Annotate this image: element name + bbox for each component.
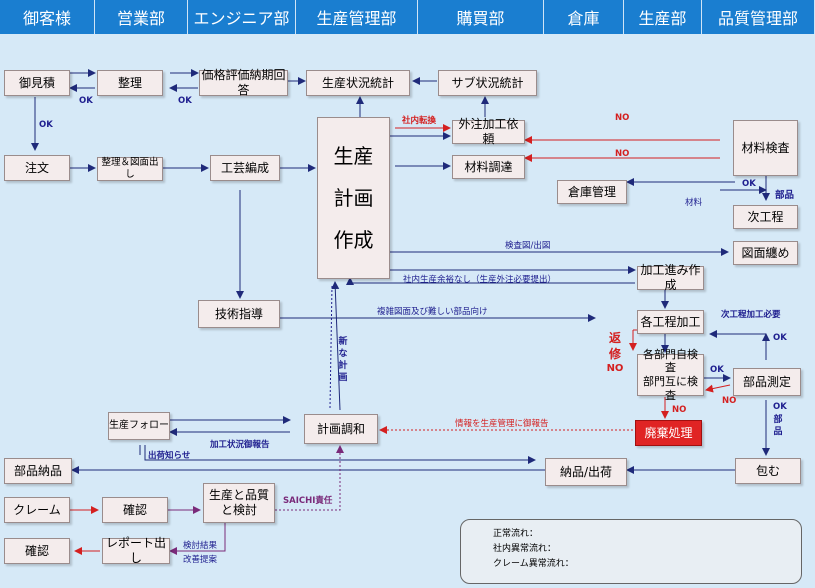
node-report: レポート出し: [102, 536, 170, 565]
node-price-delivery-reply: 価格評価納期回答: [199, 68, 288, 97]
node-sub-status: サブ状況統計: [438, 70, 537, 96]
header-production-control: 生産管理部: [296, 0, 418, 34]
label-material: 材料: [685, 198, 703, 208]
new-plan-char-4: 画: [338, 373, 348, 384]
node-parts-delivery: 部品納品: [4, 458, 72, 484]
node-parts-measurement: 部品測定: [733, 368, 801, 396]
parts-char-2: 品: [773, 427, 783, 438]
node-claim: クレーム: [4, 497, 70, 523]
review-line-2: と検討: [220, 503, 257, 517]
label-review-result: 検討結果: [183, 541, 218, 551]
node-each-process: 各工程加工: [637, 310, 704, 334]
node-drawing-summary: 図面纏め: [733, 241, 798, 265]
label-internal-transfer: 社内転換: [402, 116, 437, 126]
node-process-planning: 工芸編成: [210, 155, 280, 181]
inspection-line-2: 部門互に検査: [643, 375, 698, 402]
label-shipment-notice: 出荷知らせ: [148, 451, 191, 461]
label-next-process-needed: 次工程加工必要: [721, 310, 781, 320]
label-parts-vertical: 部 品: [771, 414, 785, 438]
label-new-plan: 新 な 計 画: [336, 336, 350, 385]
parts-char-1: 部: [773, 415, 783, 425]
label-improvement-proposal: 改善提案: [183, 555, 218, 565]
node-material-inspection: 材料検査: [733, 120, 798, 176]
label-rework-no: 返 修 NO: [603, 330, 627, 376]
header-warehouse: 倉庫: [544, 0, 624, 34]
node-disposal: 廃棄処理: [635, 420, 702, 446]
label-report-to-control: 情報を生産管理に御報告: [455, 419, 549, 429]
rework-char-1: 返: [608, 331, 621, 345]
label-no-1: NO: [615, 113, 630, 123]
plan-line-1: 生産: [333, 144, 374, 168]
header-customer: 御客様: [0, 0, 95, 34]
node-review: 生産と品質 と検討: [203, 483, 275, 523]
rework-no: NO: [606, 363, 624, 375]
new-plan-char-2: な: [338, 349, 348, 360]
label-ok-1: OK: [79, 96, 93, 106]
node-technical-guidance: 技術指導: [198, 300, 280, 328]
label-parts: 部品: [775, 190, 795, 201]
inspection-line-1: 各部門自検査: [643, 347, 698, 375]
node-material-procurement: 材料調達: [452, 155, 525, 179]
label-no-capacity: 社内生産余裕なし（生産外注必要提出）: [403, 275, 557, 285]
new-plan-char-1: 新: [338, 337, 348, 347]
legend: 正常流れ： 社内異常流れ： クレーム異常流れ：: [460, 519, 802, 584]
legend-normal: 正常流れ：: [493, 529, 539, 539]
label-saichi-responsibility: SAICHI責任: [283, 496, 333, 506]
label-ok-3: OK: [39, 120, 53, 130]
node-estimate: 御見積: [4, 70, 70, 96]
label-ok-6: OK: [710, 365, 724, 375]
label-no-4: NO: [672, 405, 687, 415]
node-production-plan: 生産 計画 作成: [317, 117, 390, 279]
label-ok-4: OK: [742, 179, 756, 189]
header-production: 生産部: [624, 0, 702, 34]
node-organize-drawing: 整理＆図面出し: [97, 157, 163, 181]
node-warehouse-management: 倉庫管理: [557, 180, 627, 204]
node-progress-creation: 加工進み作成: [637, 263, 704, 292]
label-no-2: NO: [615, 149, 630, 159]
plan-line-2: 計画: [333, 186, 374, 210]
label-ok-7: OK: [773, 402, 787, 412]
node-outsource-request: 外注加工依頼: [452, 117, 525, 146]
label-complex-drawing: 複雑図面及び難しい部品向け: [377, 307, 488, 317]
node-production-follow: 生産フォロー: [108, 412, 170, 440]
review-line-1: 生産と品質: [208, 488, 269, 502]
node-plan-adjustment: 計画調和: [304, 414, 378, 444]
label-ok-2: OK: [178, 96, 192, 106]
node-delivery-shipment: 納品/出荷: [545, 458, 627, 486]
node-self-inspection: 各部門自検査 部門互に検査: [637, 348, 704, 402]
plan-line-3: 作成: [333, 228, 374, 252]
department-header: 御客様 営業部 エンジニア部 生産管理部 購買部 倉庫 生産部 品質管理部: [0, 0, 815, 34]
label-inspection-drawing: 検査図/出図: [505, 241, 551, 251]
node-organize: 整理: [97, 70, 163, 96]
node-order: 注文: [4, 155, 70, 181]
legend-internal: 社内異常流れ：: [493, 544, 557, 554]
header-sales: 営業部: [95, 0, 188, 34]
label-ok-5: OK: [773, 333, 787, 343]
label-process-status-report: 加工状況御報告: [210, 440, 270, 450]
rework-char-2: 修: [608, 347, 621, 362]
legend-claim: クレーム異常流れ：: [493, 559, 574, 569]
node-production-status: 生産状況統計: [306, 70, 410, 96]
node-next-process: 次工程: [733, 205, 798, 229]
node-package: 包む: [735, 458, 801, 484]
header-purchasing: 購買部: [418, 0, 544, 34]
header-quality-control: 品質管理部: [702, 0, 815, 34]
header-engineering: エンジニア部: [188, 0, 296, 34]
new-plan-char-3: 計: [338, 361, 348, 372]
label-no-3: NO: [722, 396, 737, 406]
node-confirm-2: 確認: [4, 538, 70, 564]
node-confirm-1: 確認: [102, 497, 168, 523]
